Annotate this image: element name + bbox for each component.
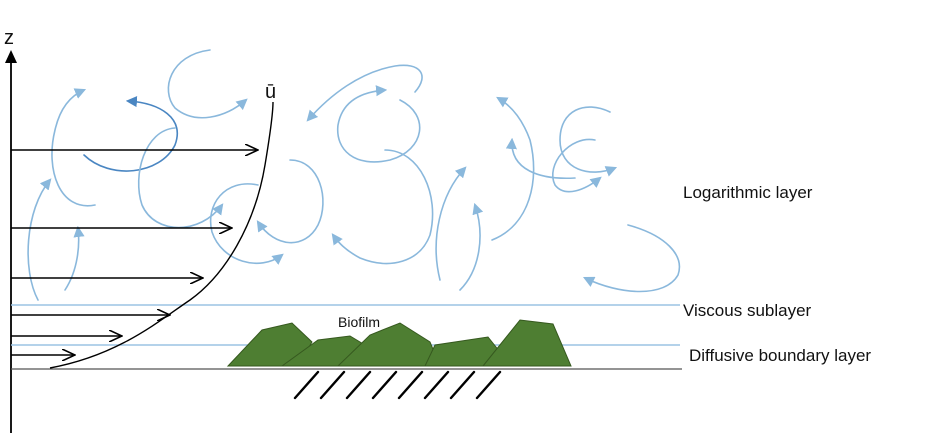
eddy bbox=[167, 49, 248, 119]
eddy bbox=[51, 88, 96, 207]
eddy bbox=[459, 202, 484, 291]
eddy bbox=[435, 166, 467, 281]
mean-velocity-label: ū bbox=[265, 81, 276, 103]
hatch-line bbox=[345, 370, 372, 400]
logarithmic-layer-label: Logarithmic layer bbox=[683, 183, 813, 202]
eddy bbox=[491, 96, 535, 241]
eddy bbox=[505, 137, 576, 180]
eddy bbox=[64, 225, 85, 291]
biofilm-mound bbox=[336, 322, 441, 367]
eddy bbox=[209, 183, 284, 265]
biofilm-mound bbox=[424, 336, 501, 367]
biofilm-label: Biofilm bbox=[338, 314, 380, 330]
biofilm-mounds bbox=[226, 319, 572, 367]
eddy bbox=[256, 159, 324, 244]
eddy bbox=[559, 106, 618, 177]
eddy bbox=[582, 224, 681, 293]
hatch-line bbox=[319, 370, 346, 400]
biofilm-mound bbox=[481, 319, 572, 367]
turbulent-eddies bbox=[27, 49, 681, 301]
eddy bbox=[27, 178, 52, 301]
eddy bbox=[336, 85, 421, 163]
hatch-line bbox=[475, 370, 502, 400]
viscous-sublayer-label: Viscous sublayer bbox=[683, 301, 812, 320]
hatch-line bbox=[371, 370, 398, 400]
hatch-line bbox=[449, 370, 476, 400]
eddy bbox=[552, 138, 602, 193]
eddy bbox=[83, 95, 178, 172]
hatch-line bbox=[293, 370, 320, 400]
velocity-profile-curve bbox=[49, 101, 274, 369]
eddy bbox=[137, 127, 224, 229]
z-axis-arrowhead-icon bbox=[5, 50, 17, 63]
velocity-arrows bbox=[11, 150, 258, 355]
diffusive-boundary-layer-label: Diffusive boundary layer bbox=[689, 346, 871, 365]
hatch-line bbox=[397, 370, 424, 400]
hatch-line bbox=[423, 370, 450, 400]
substrate-hatching bbox=[293, 370, 502, 400]
z-axis-label: z bbox=[4, 27, 14, 49]
eddy bbox=[331, 149, 434, 265]
eddy bbox=[306, 64, 423, 122]
